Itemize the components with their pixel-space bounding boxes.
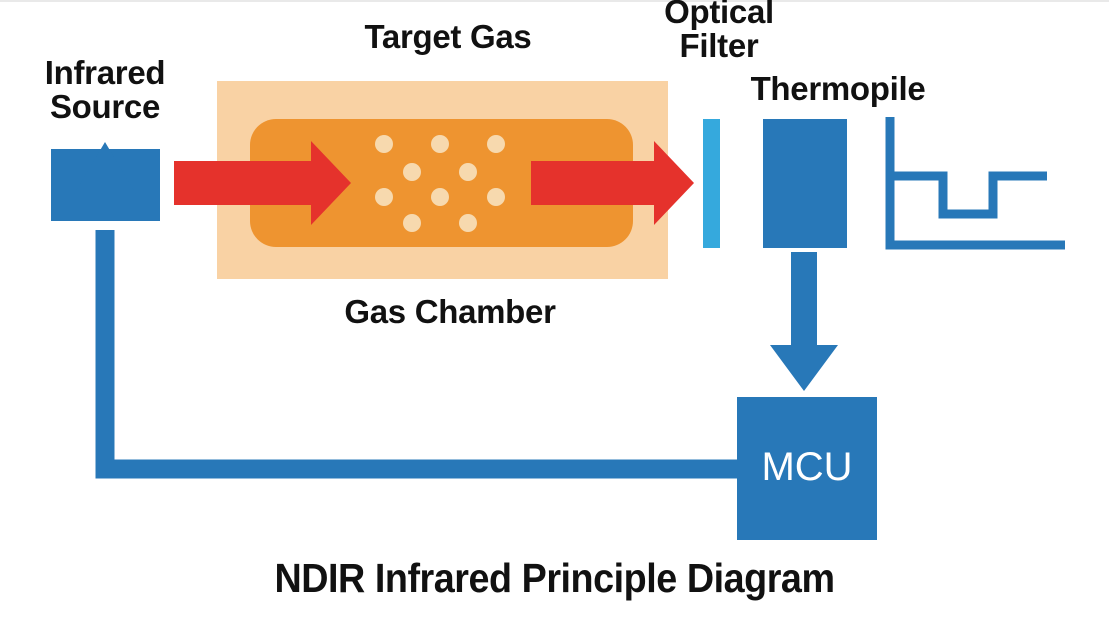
- ir-beam-arrow-right-icon: [531, 141, 694, 225]
- optical-filter-block: [703, 119, 720, 248]
- label-mcu: MCU: [761, 445, 853, 490]
- thermopile-to-mcu-arrow-icon: [770, 252, 838, 391]
- thermopile-block: [763, 119, 847, 248]
- ir-beam-arrow-left-icon: [174, 141, 351, 225]
- thermopile-output-waveform: [885, 117, 1065, 250]
- gas-dot: [431, 135, 449, 153]
- gas-dot: [431, 188, 449, 206]
- gas-dot: [459, 214, 477, 232]
- gas-dot: [403, 214, 421, 232]
- diagram-caption: NDIR Infrared Principle Diagram: [274, 555, 835, 601]
- mcu-block: [737, 397, 877, 540]
- gas-dot: [375, 188, 393, 206]
- gas-dot: [403, 163, 421, 181]
- gas-dot: [487, 188, 505, 206]
- mcu-feedback-path: [95, 230, 737, 479]
- gas-molecule-dots: [375, 135, 505, 232]
- gas-dot: [487, 135, 505, 153]
- gas-dot: [375, 135, 393, 153]
- label-gas-chamber: Gas Chamber: [344, 293, 556, 330]
- label-target-gas: Target Gas: [364, 18, 532, 55]
- waveform-trace: [890, 171, 1047, 219]
- mcu-feedback-arrowhead-icon: [74, 142, 136, 194]
- gas-chamber-inner-box: [250, 119, 633, 247]
- waveform-axes: [885, 117, 1065, 250]
- label-optical-filter: Optical Filter: [664, 0, 774, 64]
- label-infrared-source: Infrared Source: [44, 54, 166, 125]
- gas-dot: [459, 163, 477, 181]
- label-thermopile: Thermopile: [750, 70, 926, 107]
